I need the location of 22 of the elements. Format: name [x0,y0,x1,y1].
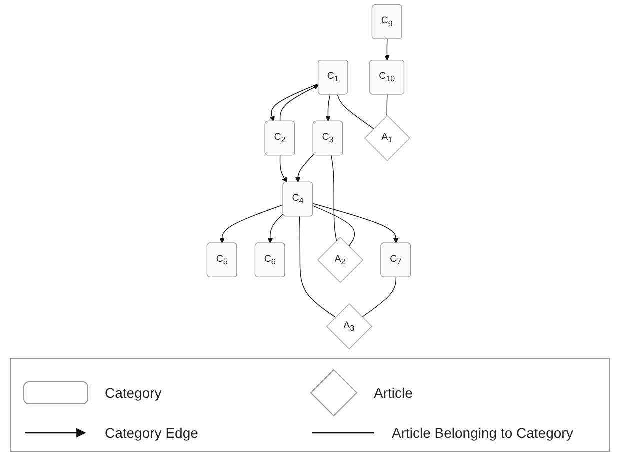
connector [331,155,338,242]
node-diamond: A$_{1}$ [364,115,410,162]
arrow [220,204,284,244]
arrow [384,38,390,61]
arrow [326,94,331,122]
legend-label: Article [374,385,413,401]
arrow [280,85,319,122]
connector [386,94,388,116]
connector [337,94,374,130]
connector [362,277,397,318]
node-diamond: A$_{2}$ [318,237,364,284]
legend-label: Article Belonging to Category [392,425,574,441]
connector [312,206,356,247]
arrow [280,155,288,183]
arrow [270,84,319,122]
arrow [312,203,399,244]
legend-label: Category Edge [105,425,198,441]
arrow [295,154,314,183]
legend-label: Category [105,385,162,401]
node-diamond: A$_{3}$ [326,304,372,350]
arrow [268,214,284,244]
connector [299,216,336,318]
